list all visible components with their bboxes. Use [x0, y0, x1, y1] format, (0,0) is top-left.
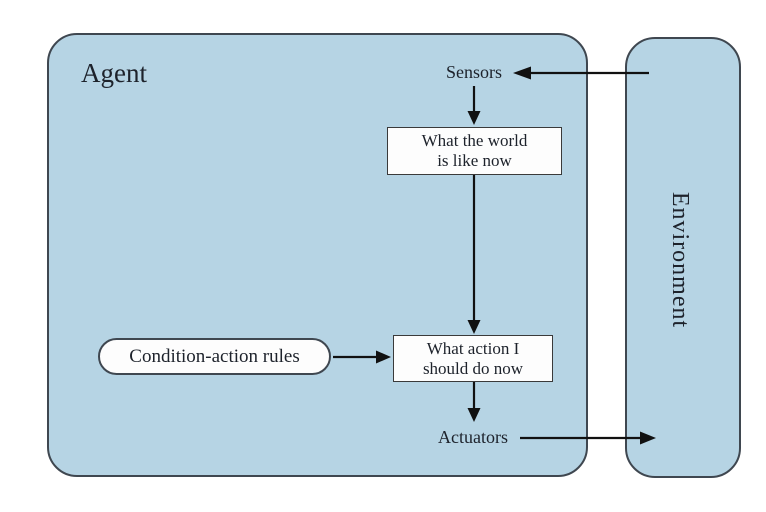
environment-label: Environment [667, 191, 693, 329]
action-selection-box-line1: What action I [426, 338, 520, 358]
actuators-label: Actuators [438, 427, 508, 447]
agent-region [47, 33, 588, 477]
environment-region [625, 37, 741, 478]
world-state-box: What the world is like now [387, 127, 562, 175]
agent-label: Agent [81, 58, 147, 88]
condition-action-rules-pill: Condition-action rules [98, 338, 331, 375]
action-selection-box-line2: should do now [422, 358, 524, 378]
sensors-label: Sensors [445, 62, 502, 82]
action-selection-box: What action I should do now [393, 335, 553, 382]
world-state-box-line2: is like now [437, 151, 512, 170]
world-state-box-line1: What the world [421, 131, 528, 150]
